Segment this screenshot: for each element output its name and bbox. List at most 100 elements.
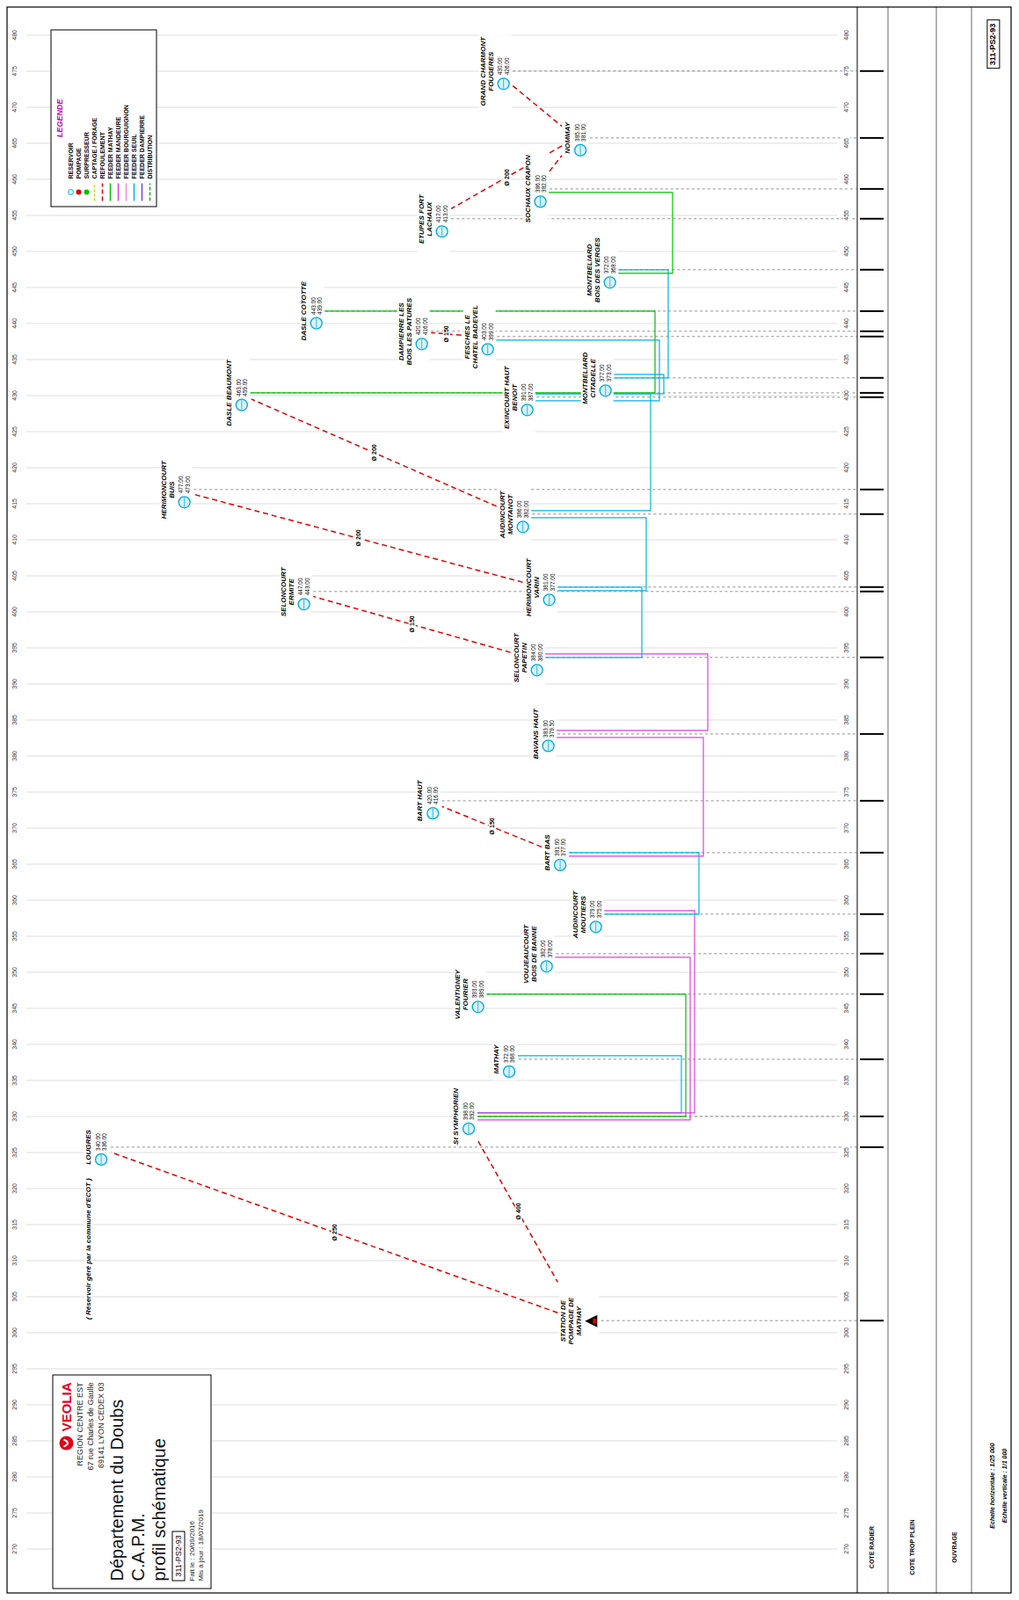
- reservoir-node: ETUPES FORT LACHAUX417.00 413.00: [417, 181, 451, 256]
- water-level: [502, 78, 504, 88]
- water-level: [487, 343, 488, 354]
- level-values: 430.00 426.00: [496, 51, 510, 75]
- altitude-value: 465: [843, 137, 851, 150]
- symbol-row: 443.00 439.00: [308, 291, 323, 331]
- reservoir-symbol: [573, 143, 588, 158]
- reservoir-tank: [531, 663, 543, 676]
- pipe-diameter: Ø 150: [488, 817, 496, 837]
- reservoir-symbol: [529, 662, 544, 677]
- reservoir-node: FESCHES LE CHATEL BADEVEL403.00 399.00: [463, 299, 496, 374]
- altitude-value: 380: [11, 749, 19, 763]
- legend-swatch: [122, 181, 130, 202]
- reservoir-node: SOCHAUX CRAPON386.00 382.00: [523, 152, 548, 225]
- date-line: Fait le : 20/09/2016: [188, 1382, 197, 1581]
- altitude-value: 440: [843, 317, 851, 330]
- reservoir-tank: [543, 593, 555, 605]
- station-name: HERIMONCOURT BUIS: [160, 454, 177, 525]
- station-name: DASLE BEAUMONT: [225, 359, 234, 427]
- altitude-gridline: [26, 611, 838, 613]
- level-values: 393.00 389.00: [471, 975, 484, 998]
- table-mark: [859, 335, 884, 338]
- station-drop-line: [442, 800, 858, 801]
- legend-swatch: [74, 181, 82, 202]
- table-mark: [859, 1146, 884, 1149]
- legend-swatch: [138, 181, 146, 202]
- table-mark: [859, 137, 884, 139]
- symbol-row: 477.00 473.00: [176, 470, 191, 510]
- symbol-row: 381.00 377.00: [553, 833, 568, 873]
- reservoir-tank: [521, 403, 533, 415]
- altitude-value: 390: [11, 677, 19, 691]
- altitude-gridline: [26, 359, 838, 361]
- altitude-value: 295: [843, 1362, 851, 1376]
- table-mark: [859, 800, 884, 802]
- station-triangle: [585, 1314, 598, 1327]
- level-values: 384.00 380.00: [530, 638, 543, 662]
- legend-swatch: [66, 181, 74, 202]
- altitude-value: 395: [843, 641, 851, 655]
- reservoir-node: BART BAS381.00 377.00: [543, 831, 568, 874]
- drawing-title: Département du Doubs: [106, 1382, 128, 1581]
- reservoir-node: EXINCOURT HAUT BENOIT391.00 387.00: [502, 360, 536, 435]
- altitude-value: 420: [843, 461, 851, 474]
- table-mark: [859, 396, 884, 399]
- altitude-gridline: [26, 1332, 838, 1334]
- table-mark: [859, 310, 884, 313]
- altitude-gridline: [26, 287, 838, 289]
- altitude-value: 340: [11, 1038, 19, 1051]
- reservoir-node: DAMPIERRE LES BOIS LES PATURES420.00 416…: [397, 294, 430, 369]
- legend-text: POMPAGE: [74, 147, 83, 179]
- reservoir-tank: [516, 520, 529, 532]
- table-header: OUVRAGE: [950, 1530, 958, 1564]
- symbol-row: 391.00 387.00: [519, 378, 534, 417]
- level-values: 420.00 416.00: [426, 781, 439, 805]
- pipe-diameter: Ø 250: [330, 1222, 338, 1242]
- legend-swatch: [82, 181, 90, 202]
- water-level: [595, 921, 597, 932]
- altitude-value: 435: [11, 353, 19, 366]
- altitude-gridline: [26, 647, 838, 649]
- pipe-line: [251, 399, 497, 507]
- legend-swatch: [90, 181, 98, 202]
- altitude-gridline: [26, 1368, 838, 1370]
- pipe-diameter: Ø 400: [514, 1202, 522, 1222]
- station-drop-line: [518, 1058, 858, 1060]
- altitude-value: 340: [843, 1038, 851, 1051]
- station-name: STATION DE POMPAGE DE MATHAY: [560, 1285, 583, 1356]
- station-name: BAVANS HAUT: [531, 708, 540, 759]
- altitude-value: 270: [843, 1543, 851, 1556]
- symbol-row: 398.00 392.00: [461, 1097, 476, 1136]
- table-mark: [859, 377, 884, 379]
- symbol-row: 430.00 426.00: [495, 51, 510, 91]
- legend-row: RESERVOIR: [66, 34, 75, 202]
- legend-row: FEEDER MANDEURE: [114, 34, 123, 202]
- symbol-row: 420.00 416.00: [425, 781, 440, 821]
- altitude-gridline: [26, 1116, 838, 1118]
- table-header: COTE TROP PLEIN: [908, 1518, 916, 1576]
- table-mark: [859, 590, 884, 593]
- reservoir-tank: [533, 195, 546, 207]
- level-values: 381.00 377.00: [542, 567, 555, 591]
- station-name: NOMMAY: [564, 122, 573, 154]
- reservoir-symbol: [308, 316, 323, 331]
- level-values: 447.00 443.00: [297, 572, 310, 596]
- altitude-gridline: [26, 395, 838, 397]
- station-name: MATHAY: [493, 1044, 502, 1074]
- symbol-row: 420.00 416.00: [414, 312, 429, 351]
- symbol-row: 385.00 381.00: [573, 118, 588, 158]
- altitude-value: 320: [843, 1182, 851, 1195]
- symbol-row: 386.00 382.00: [515, 494, 530, 534]
- altitude-value: 385: [11, 713, 19, 727]
- reservoir-tank: [436, 225, 448, 237]
- date-line: Mis à jour : 18/07/2019: [196, 1382, 206, 1581]
- reservoir-symbol: [540, 739, 555, 754]
- altitude-value: 350: [843, 966, 851, 979]
- station-name: VALENTIGNEY FOURIER: [454, 959, 471, 1030]
- pipe-line: [478, 1141, 558, 1282]
- reservoir-symbol: [495, 76, 510, 91]
- water-level: [536, 664, 538, 675]
- water-level: [240, 400, 242, 410]
- altitude-value: 290: [11, 1398, 19, 1412]
- station-name: DASLE COTOTTE: [299, 281, 308, 341]
- altitude-value: 330: [843, 1110, 851, 1123]
